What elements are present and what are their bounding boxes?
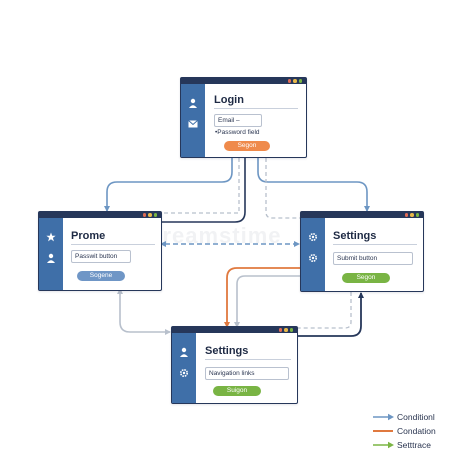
window-titlebar	[39, 212, 161, 218]
window-titlebar	[172, 327, 297, 333]
navigation-links-field[interactable]: Navigation links	[205, 367, 289, 380]
connector-settings-orange	[224, 267, 300, 328]
line-orange-icon	[373, 430, 393, 432]
prome-window: Prome Passwit button Sogene	[38, 211, 162, 291]
minimize-dot[interactable]	[293, 79, 297, 83]
legend-item-condation: Condation	[373, 424, 436, 438]
title-divider	[214, 108, 298, 109]
connector-settings-dashed	[298, 292, 352, 329]
legend: Conditionl Condation Setttrace	[373, 410, 436, 452]
connector-login-settings-dashed	[265, 158, 300, 219]
segon-button[interactable]: Segon	[342, 273, 390, 283]
legend-label: Conditionl	[397, 412, 435, 422]
connector-settings-gray	[234, 275, 300, 328]
star-icon	[39, 230, 63, 244]
email-field[interactable]: Email –	[214, 114, 262, 127]
maximize-dot[interactable]	[415, 213, 419, 217]
window-titlebar	[181, 78, 306, 84]
title-divider	[333, 244, 417, 245]
user-icon	[39, 251, 63, 265]
arrow-green-icon	[373, 441, 394, 449]
user-icon	[181, 96, 205, 110]
legend-label: Setttrace	[397, 440, 432, 450]
legend-label: Condation	[397, 426, 436, 436]
sogene-button[interactable]: Sogene	[77, 271, 125, 281]
connector-login-prome-dark	[162, 158, 246, 223]
close-dot[interactable]	[287, 79, 291, 83]
maximize-dot[interactable]	[153, 213, 157, 217]
connector-login-prome-dashed	[163, 158, 240, 214]
window-title: Prome	[71, 230, 106, 242]
window-title: Login	[214, 94, 244, 106]
close-dot[interactable]	[142, 213, 146, 217]
gear-icon	[301, 251, 325, 265]
connector-settings-bottom-navy	[298, 292, 364, 337]
submit-button-field[interactable]: Submit button	[333, 252, 413, 265]
close-dot[interactable]	[278, 328, 282, 332]
mail-icon	[181, 117, 205, 131]
suigon-button[interactable]: Suigon	[213, 386, 261, 396]
minimize-dot[interactable]	[410, 213, 414, 217]
user-icon	[172, 345, 196, 359]
gear-icon	[301, 230, 325, 244]
window-titlebar	[301, 212, 423, 218]
login-window: Login Email – •Password field Segon	[180, 77, 307, 158]
minimize-dot[interactable]	[148, 213, 152, 217]
password-button-field[interactable]: Passwit button	[71, 250, 131, 263]
close-dot[interactable]	[404, 213, 408, 217]
window-sidebar	[181, 84, 205, 157]
window-title: Settings	[333, 230, 377, 242]
title-divider	[71, 244, 155, 245]
settings-bottom-window: Settings Navigation links Suigon	[171, 326, 298, 404]
minimize-dot[interactable]	[284, 328, 288, 332]
password-field[interactable]: •Password field	[215, 129, 260, 136]
window-sidebar	[39, 218, 63, 290]
gear-icon	[172, 366, 196, 380]
connector-prome-settings-bottom	[117, 288, 171, 335]
signon-button[interactable]: Segon	[224, 141, 270, 151]
title-divider	[205, 359, 291, 360]
settings-right-window: Settings Submit button Segon	[300, 211, 424, 292]
window-sidebar	[172, 333, 196, 403]
maximize-dot[interactable]	[289, 328, 293, 332]
legend-item-conditional: Conditionl	[373, 410, 436, 424]
connector-login-prome	[104, 158, 233, 212]
connector-login-settings	[257, 158, 370, 212]
window-sidebar	[301, 218, 325, 291]
window-title: Settings	[205, 345, 249, 357]
arrow-blue-icon	[373, 413, 394, 421]
legend-item-setttrace: Setttrace	[373, 438, 436, 452]
maximize-dot[interactable]	[298, 79, 302, 83]
